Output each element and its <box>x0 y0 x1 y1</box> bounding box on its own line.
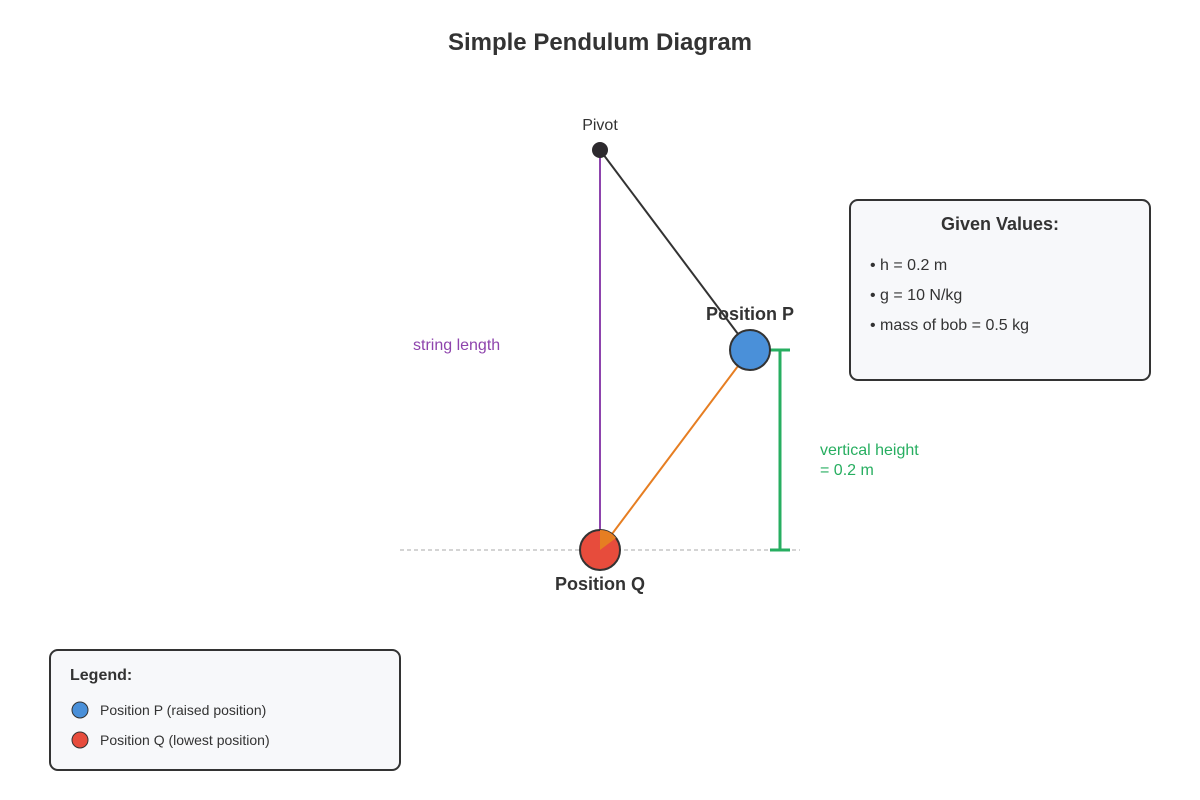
pendulum-string <box>599 149 751 351</box>
legend-box: Legend: Position P (raised position) Pos… <box>49 649 401 771</box>
given-value-h: • h = 0.2 m <box>870 257 947 274</box>
string-length-label: string length <box>413 337 500 354</box>
pivot-point <box>592 142 608 158</box>
vertical-height-label: vertical height <box>820 442 919 459</box>
legend-swatch-q <box>71 731 89 749</box>
legend-item-q: Position Q (lowest position) <box>100 732 270 748</box>
given-value-g: • g = 10 N/kg <box>870 287 962 304</box>
angle-wedge <box>600 530 616 550</box>
height-marker <box>770 348 790 552</box>
position-p-label: Position P <box>706 304 794 324</box>
position-q-label: Position Q <box>555 574 645 594</box>
legend-item-p: Position P (raised position) <box>100 702 266 718</box>
given-value-mass: • mass of bob = 0.5 kg <box>870 317 1029 334</box>
pivot-label: Pivot <box>582 117 618 134</box>
legend-title: Legend: <box>70 667 132 684</box>
given-values-box: Given Values: • h = 0.2 m • g = 10 N/kg … <box>849 199 1151 381</box>
given-values-title: Given Values: <box>941 214 1059 234</box>
bob-position-p <box>729 329 771 371</box>
diagram-title: Simple Pendulum Diagram <box>448 29 752 56</box>
legend-swatch-p <box>71 701 89 719</box>
vertical-height-value: = 0.2 m <box>820 462 874 479</box>
path-line <box>599 349 751 551</box>
